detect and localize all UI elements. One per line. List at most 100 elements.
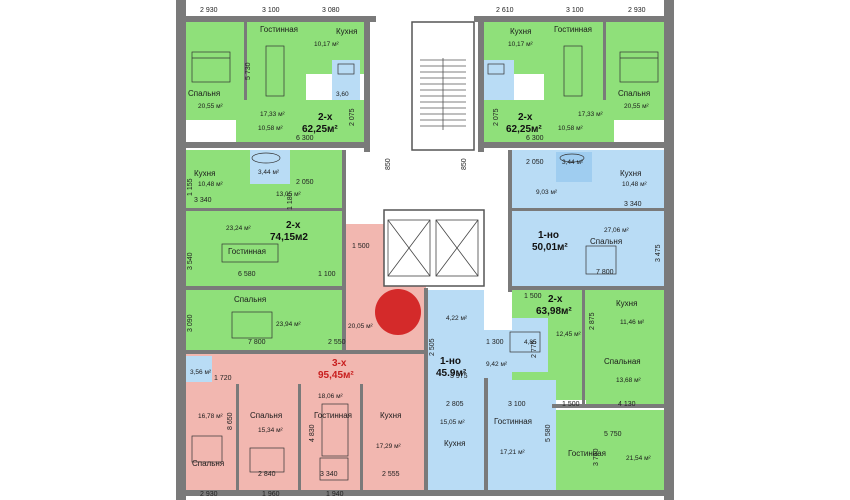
a6-area: 45.9м² <box>436 368 467 379</box>
a4-rooms: 1-но <box>538 230 559 241</box>
a7-rooms: 3-х <box>332 358 347 369</box>
a1-bedroom-area: 20,55 м² <box>198 103 224 110</box>
a2-kitchen-label: Кухня <box>510 27 531 36</box>
a1-living-area: 17,33 м² <box>260 111 286 118</box>
a5-kitchen-label: Кухня <box>616 299 637 308</box>
dim-label: 2 505 <box>429 338 436 356</box>
dim-label: 3 475 <box>655 244 662 262</box>
a3-bedroom-label: Спальня <box>234 295 266 304</box>
a6-living-label: Гостинная <box>494 417 532 426</box>
a5-bedroom-zone <box>586 350 664 408</box>
dim-label: 1 100 <box>318 271 336 278</box>
a2-hall-zone <box>484 100 614 142</box>
a3-rooms: 2-х <box>286 220 301 231</box>
a7-living-zone <box>300 384 362 492</box>
dim-label: 2 555 <box>382 471 400 478</box>
dim-label: 3 090 <box>187 314 194 332</box>
a4-kitchen-label: Кухня <box>620 169 641 178</box>
dim-label: 1 500 <box>562 401 580 408</box>
dim-label: 7 800 <box>248 339 266 346</box>
a6-hall-zone <box>426 330 512 380</box>
a6-kitchen-label: Кухня <box>444 439 465 448</box>
room-labels: Спальня 20,55 м² Гостинная 17,33 м² Кухн… <box>188 25 652 468</box>
a5-bath-zone <box>512 318 548 372</box>
dim-label: 1 180 <box>287 192 294 210</box>
dim-label: 2 930 <box>628 7 646 14</box>
a7-kitchen-zone <box>362 384 426 492</box>
a4-kitchen-area: 10,48 м² <box>622 181 648 188</box>
a7-bed1-area: 16,78 м² <box>198 413 224 420</box>
dim-label: 1 940 <box>326 491 344 498</box>
a1-rooms: 2-х <box>318 112 333 123</box>
a7-bed1-label: Спальня <box>192 459 224 468</box>
dim-label: 3 100 <box>566 7 584 14</box>
dim-label: 2 050 <box>296 179 314 186</box>
a2-hall-area: 10,58 м² <box>558 125 584 132</box>
a1-bedroom-label: Спальня <box>188 89 220 98</box>
dim-label: 2 550 <box>328 339 346 346</box>
a2-area: 62,25м² <box>506 124 542 135</box>
a2-bedroom-area: 20,55 м² <box>624 103 650 110</box>
a6-rooms: 1-но <box>440 356 461 367</box>
a7-bed2-area: 15,34 м² <box>258 427 284 434</box>
a5-living-area: 21,54 м² <box>626 455 652 462</box>
a5-bath-area: 4,85 <box>524 339 537 346</box>
dim-label: 2 840 <box>258 471 276 478</box>
stair-steps <box>420 58 466 130</box>
a5-bedroom-label: Спальная <box>604 357 641 366</box>
a3-kitchen-label: Кухня <box>194 169 215 178</box>
dim-label: 1 720 <box>214 375 232 382</box>
dim-label: 2 075 <box>349 108 356 126</box>
a6-kitchen-area: 15,05 м² <box>440 419 466 426</box>
dim-label: 850 <box>461 158 468 170</box>
a6-hall-area: 9,42 м² <box>486 361 508 368</box>
a5-living-label: Гостинная <box>568 449 606 458</box>
a3-living-area: 23,24 м² <box>226 225 252 232</box>
a3-kitchen-zone <box>186 150 246 210</box>
dim-label: 3 760 <box>593 448 600 466</box>
a7-bed1-zone <box>186 384 238 492</box>
dim-label: 2 875 <box>589 312 596 330</box>
a1-hall-zone <box>236 100 364 142</box>
a5-living-zone <box>556 410 664 492</box>
a7-kitchen-area: 17,29 м² <box>376 443 402 450</box>
dim-label: 7 800 <box>596 269 614 276</box>
dim-label: 3 080 <box>322 7 340 14</box>
a3-living-zone <box>186 210 342 288</box>
a7-living-label: Гостинная <box>314 411 352 420</box>
dim-label: 2 775 <box>531 340 538 358</box>
furniture <box>191 45 659 481</box>
dim-label: 3 975 <box>450 373 468 380</box>
dim-label: 2 930 <box>200 7 218 14</box>
a3-living-label: Гостинная <box>228 247 266 256</box>
dim-label: 8 650 <box>227 412 234 430</box>
a3-kitchen-area: 10,48 м² <box>198 181 224 188</box>
a4-hall-area: 9,03 м² <box>536 189 558 196</box>
a3-bath-area: 3,44 м² <box>258 169 280 176</box>
a6-living-zone <box>486 380 556 492</box>
dim-label: 6 580 <box>238 271 256 278</box>
dim-label: 2 930 <box>200 491 218 498</box>
a6-bath-area: 4,22 м² <box>446 315 468 322</box>
dim-label: 3 340 <box>320 471 338 478</box>
a6-bath-zone <box>426 290 484 330</box>
dim-label: 1 500 <box>524 293 542 300</box>
a7-kitchen-label: Кухня <box>380 411 401 420</box>
walls <box>176 0 674 500</box>
a3-hall-area: 13,05 м² <box>276 191 302 198</box>
a7-bed2-zone <box>238 384 300 492</box>
a1-bath-area: 3,60 <box>336 91 349 98</box>
dim-label: 850 <box>385 158 392 170</box>
a2-rooms: 2-х <box>518 112 533 123</box>
a4-bath-area: 3,44 м² <box>562 159 584 166</box>
a4-bedroom-label: Спальня <box>590 237 622 246</box>
a1-area: 62,25м² <box>302 124 338 135</box>
a3-bath-zone <box>250 150 290 184</box>
dim-label: 1 300 <box>486 339 504 346</box>
a7-area: 95,45м² <box>318 370 354 381</box>
dim-label: 1 500 <box>352 243 370 250</box>
dim-label: 2 610 <box>496 7 514 14</box>
a1-bath-zone <box>332 60 360 100</box>
a3-area: 74,15м2 <box>270 232 308 243</box>
